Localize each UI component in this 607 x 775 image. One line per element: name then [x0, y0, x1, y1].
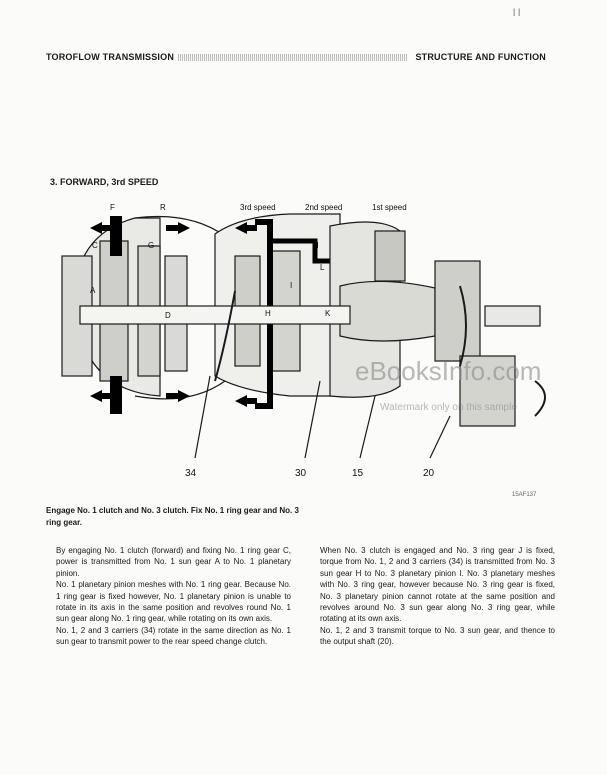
label-G: G: [148, 241, 154, 250]
watermark: eBooksInfo.com: [355, 356, 541, 386]
body-right-paragraph-1: When No. 3 clutch is engaged and No. 3 r…: [320, 546, 555, 624]
rotation-arrow-carrier: [214, 290, 236, 382]
header-right-title: STRUCTURE AND FUNCTION: [411, 52, 546, 62]
section-title: 3. FORWARD, 3rd SPEED: [50, 177, 159, 187]
callout-34: 34: [185, 468, 197, 479]
main-shaft: [79, 305, 351, 325]
body-left-paragraph-3: No. 1, 2 and 3 carriers (34) rotate in t…: [56, 625, 291, 647]
label-I: I: [290, 281, 292, 290]
engage-heading: Engage No. 1 clutch and No. 3 clutch. Fi…: [46, 506, 299, 527]
callout-15: 15: [352, 468, 364, 479]
gear-block-top: [374, 230, 406, 282]
body-right-column: When No. 3 clutch is engaged and No. 3 r…: [320, 545, 555, 648]
callout-30: 30: [295, 468, 307, 479]
leader-20: [429, 415, 451, 459]
leader-15: [359, 395, 376, 459]
watermark-sub: Watermark only on this sample: [380, 402, 517, 413]
label-R: R: [160, 203, 166, 212]
label-C: C: [92, 241, 98, 250]
header-rule: [174, 54, 408, 61]
transmission-diagram: F R 3rd speed 2nd speed 1st speed C G A …: [61, 203, 546, 479]
label-A: A: [90, 286, 96, 295]
page-header: TOROFLOW TRANSMISSION STRUCTURE AND FUNC…: [46, 52, 546, 66]
body-left-paragraph-2: No. 1 planetary pinion meshes with No. 1…: [56, 580, 291, 624]
label-H: H: [265, 309, 271, 318]
corner-mark: l l: [513, 8, 521, 19]
output-gear: [434, 260, 481, 362]
figure-number: 15AF137: [512, 492, 537, 498]
label-K: K: [325, 309, 331, 318]
lower-gear: [459, 355, 516, 427]
output-shaft: [484, 305, 541, 327]
label-1st-speed: 1st speed: [372, 203, 407, 212]
label-3rd-speed: 3rd speed: [240, 203, 276, 212]
body-left-paragraph-1: By engaging No. 1 clutch (forward) and f…: [56, 546, 291, 578]
body-left-column: By engaging No. 1 clutch (forward) and f…: [56, 545, 291, 648]
output-shaft-housing: [339, 280, 436, 342]
label-2nd-speed: 2nd speed: [305, 203, 342, 212]
label-F: F: [110, 203, 115, 212]
label-D: D: [165, 311, 171, 320]
body-right-paragraph-2: No. 1, 2 and 3 transmit torque to No. 3 …: [320, 625, 555, 647]
rotation-arrow-shaft: [534, 380, 546, 417]
rotation-arrow-output: [459, 285, 467, 367]
leader-30: [304, 380, 321, 459]
label-M: M: [312, 241, 319, 250]
header-left-title: TOROFLOW TRANSMISSION: [46, 52, 179, 62]
leader-34: [194, 375, 211, 459]
callout-20: 20: [423, 468, 435, 479]
label-L: L: [320, 263, 325, 272]
clutch-arrows: [90, 216, 257, 414]
